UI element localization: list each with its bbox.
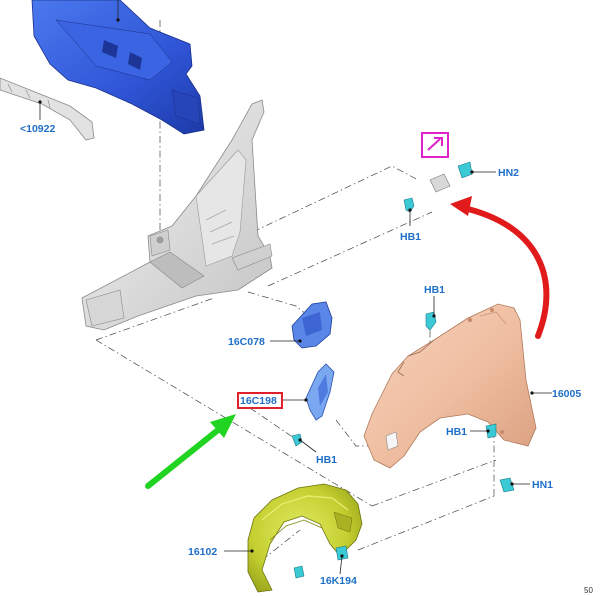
wheelhouse-liner-16102 <box>247 483 363 593</box>
callout-16005[interactable]: 16005 <box>552 388 581 400</box>
fasteners <box>291 161 515 579</box>
callout-hb1-fender-lower[interactable]: HB1 <box>446 426 467 438</box>
bracket-16c198 <box>305 363 335 421</box>
callout-hn1[interactable]: HN1 <box>532 479 553 491</box>
green-arrow <box>145 414 236 489</box>
leader-lines <box>38 0 552 575</box>
cowl-panel-blue <box>31 0 205 135</box>
zoom-arrow-icon[interactable] <box>421 132 449 158</box>
bracket-16c078 <box>291 301 333 349</box>
callout-hb1-top[interactable]: HB1 <box>400 231 421 243</box>
red-curved-arrow <box>450 196 550 339</box>
fender-upper-bracket <box>429 173 451 193</box>
callout-16c078[interactable]: 16C078 <box>228 336 265 348</box>
callout-hb1-fender-top[interactable]: HB1 <box>424 284 445 296</box>
callout-16k194[interactable]: 16K194 <box>320 575 357 587</box>
fender-16005 <box>363 303 537 469</box>
callout-10922[interactable]: <10922 <box>20 123 55 135</box>
part-10922-bracket <box>0 77 95 141</box>
body-structure-apron <box>81 99 273 331</box>
callout-labels: <10922 HN2 HB1 HB1 16C078 16C198 HB1 160… <box>20 123 581 587</box>
callout-16c198[interactable]: 16C198 <box>240 395 277 407</box>
callout-hb1-bracket[interactable]: HB1 <box>316 454 337 466</box>
callout-hn2[interactable]: HN2 <box>498 167 519 179</box>
highlight-box-16c198 <box>237 392 283 409</box>
page-number: 50 <box>584 586 593 595</box>
callout-16102[interactable]: 16102 <box>188 546 217 558</box>
